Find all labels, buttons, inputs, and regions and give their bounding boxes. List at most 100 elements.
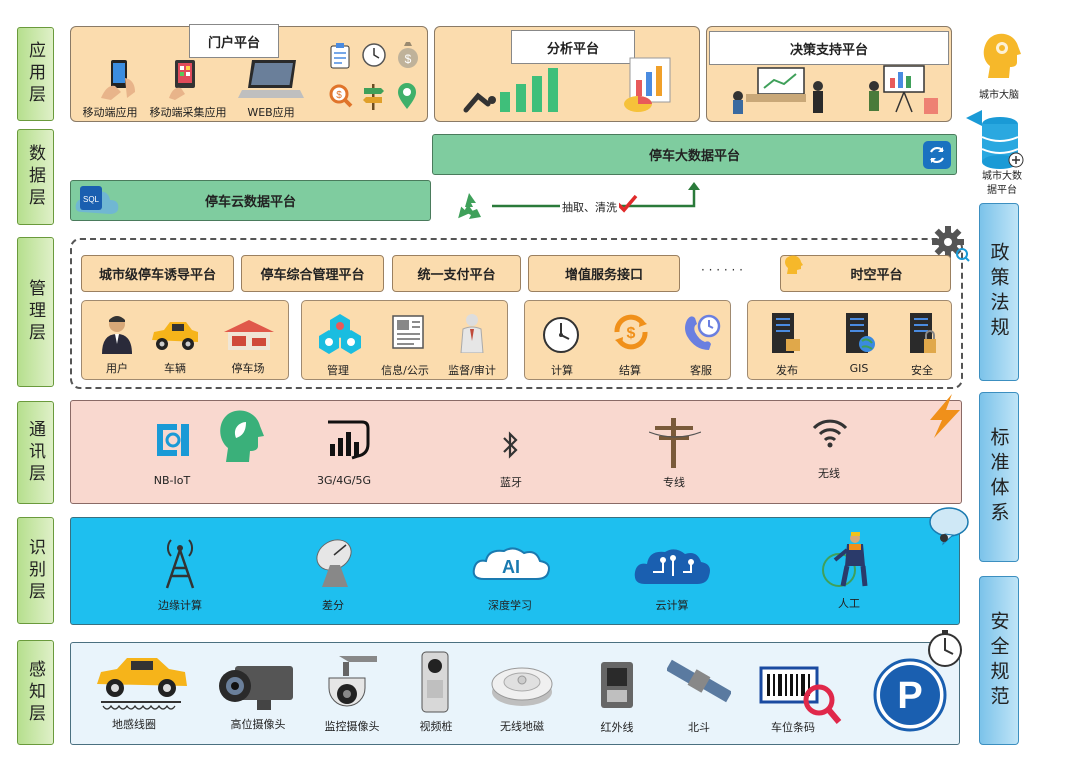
layer-label-recog: 识别层 — [17, 517, 54, 624]
high-camera-icon — [219, 666, 293, 710]
side-label-security: 安全规范 — [979, 576, 1019, 745]
communication-panel — [70, 400, 962, 504]
mobile-collect-icon — [169, 60, 195, 100]
sense-label-1: 高位摄像头 — [230, 718, 286, 731]
stopwatch-icon — [928, 630, 962, 667]
city-bigdata-label: 城市大数据平台 — [982, 171, 1022, 196]
mobile-app-icon — [101, 60, 135, 100]
ai-text: AI — [502, 557, 520, 577]
flow-arrow — [492, 182, 700, 213]
sense-label-3: 视频桩 — [419, 720, 453, 733]
cloud-circuit-icon — [634, 549, 710, 584]
layer-label-comm: 通讯层 — [17, 401, 54, 504]
report-chart-icon — [624, 57, 671, 112]
service-label-0: 计算 — [551, 364, 573, 377]
video-pile-icon — [421, 651, 449, 713]
portal-item-2: WEB应用 — [247, 106, 295, 119]
admin-label-0: 管理 — [327, 364, 349, 377]
platform-guide: 城市级停车诱导平台 — [81, 255, 234, 292]
city-brain-group: 城市大脑 — [966, 28, 1032, 108]
sense-label-7: 车位条码 — [771, 721, 815, 734]
money-bag-icon: $ — [398, 42, 418, 68]
city-brain-label: 城市大脑 — [979, 90, 1019, 101]
bigdata-platform-bar: 停车大数据平台 — [432, 134, 957, 175]
platform-value-added: 增值服务接口 — [528, 255, 680, 292]
platform-spatiotemporal: 时空平台 — [780, 255, 951, 292]
management-hex-icon — [319, 314, 361, 354]
user-icon — [102, 316, 132, 354]
settlement-icon: $ — [614, 314, 648, 350]
parking-sign-icon: P — [873, 658, 947, 732]
arrow-left-icon — [966, 110, 982, 126]
side-label-standard: 标准体系 — [979, 392, 1019, 562]
recog-label-2: 深度学习 — [488, 599, 532, 612]
calc-clock-icon — [543, 317, 579, 353]
growth-chart-icon — [463, 68, 558, 113]
layer-label-data: 数据层 — [17, 129, 54, 225]
car-icon — [152, 322, 198, 350]
comm-label-0: NB-IoT — [153, 474, 191, 487]
portal-title: 门户平台 — [189, 24, 279, 58]
decision-title: 决策支持平台 — [709, 31, 949, 65]
side-label-policy: 政策法规 — [979, 203, 1019, 381]
auditor-icon — [460, 314, 484, 353]
lightning-icon — [930, 394, 960, 438]
clipboard-icon — [330, 43, 350, 69]
utility-pole-icon — [649, 418, 701, 468]
cellular-icon — [328, 420, 370, 460]
platform-ellipsis: · · · · · · — [701, 263, 743, 277]
search-money-icon: $ — [329, 84, 353, 108]
presentation-icon — [869, 65, 938, 114]
layer-label-mgmt: 管理层 — [17, 237, 54, 387]
flow-label: 抽取、清洗 — [560, 199, 619, 215]
comm-label-4: 无线 — [818, 467, 840, 480]
portal-item-0: 移动端应用 — [82, 106, 138, 119]
sense-label-2: 监控摄像头 — [324, 720, 380, 733]
infrared-icon — [601, 662, 633, 708]
admin-label-1: 信息/公示 — [381, 364, 429, 377]
gear-icon — [932, 226, 970, 262]
parking-lot-icon — [224, 320, 274, 350]
wireless-geomagnetic-icon — [491, 667, 553, 706]
barcode-search-icon — [759, 666, 842, 724]
ai-cloud-icon: AI — [472, 547, 550, 580]
platform-integrated: 停车综合管理平台 — [241, 255, 384, 292]
system-label-1: GIS — [849, 362, 869, 375]
recog-label-1: 差分 — [322, 599, 344, 612]
entity-label-0: 用户 — [106, 362, 128, 375]
sense-label-6: 北斗 — [688, 721, 710, 734]
dome-camera-icon — [328, 656, 377, 707]
loop-coil-car-icon — [97, 658, 187, 710]
comm-label-2: 蓝牙 — [500, 476, 522, 489]
location-pin-icon — [398, 83, 416, 109]
bluetooth-icon — [503, 431, 518, 459]
chat-bubble-icon — [929, 507, 969, 546]
system-label-2: 安全 — [911, 364, 933, 377]
satellite-dish-icon — [316, 539, 352, 587]
admin-label-2: 监督/审计 — [448, 364, 496, 377]
edge-tower-icon — [165, 539, 195, 589]
analysis-title: 分析平台 — [511, 30, 635, 64]
signpost-icon — [363, 84, 384, 110]
clock-icon — [362, 43, 386, 67]
comm-label-3: 专线 — [663, 476, 685, 489]
service-label-2: 客服 — [690, 364, 712, 377]
layer-label-sense: 感知层 — [17, 640, 54, 745]
sense-label-0: 地感线圈 — [112, 718, 156, 731]
svg-text:$: $ — [627, 325, 636, 342]
service-label-1: 结算 — [619, 364, 641, 377]
parking-letter: P — [897, 675, 922, 717]
brain-small-icon — [785, 255, 803, 274]
beidou-satellite-icon — [667, 659, 731, 703]
sense-label-5: 红外线 — [600, 721, 634, 734]
server-gis-icon — [846, 313, 875, 353]
sql-cloud-icon: SQL — [75, 186, 119, 214]
entity-label-1: 车辆 — [164, 362, 186, 375]
comm-label-1: 3G/4G/5G — [317, 474, 371, 487]
svg-text:$: $ — [336, 90, 342, 101]
green-head-icon — [220, 410, 264, 462]
meeting-icon — [733, 67, 823, 114]
entity-label-2: 停车场 — [231, 362, 265, 375]
server-publish-icon — [772, 313, 800, 353]
city-bigdata-group: 城市大数据平台 — [970, 114, 1040, 202]
